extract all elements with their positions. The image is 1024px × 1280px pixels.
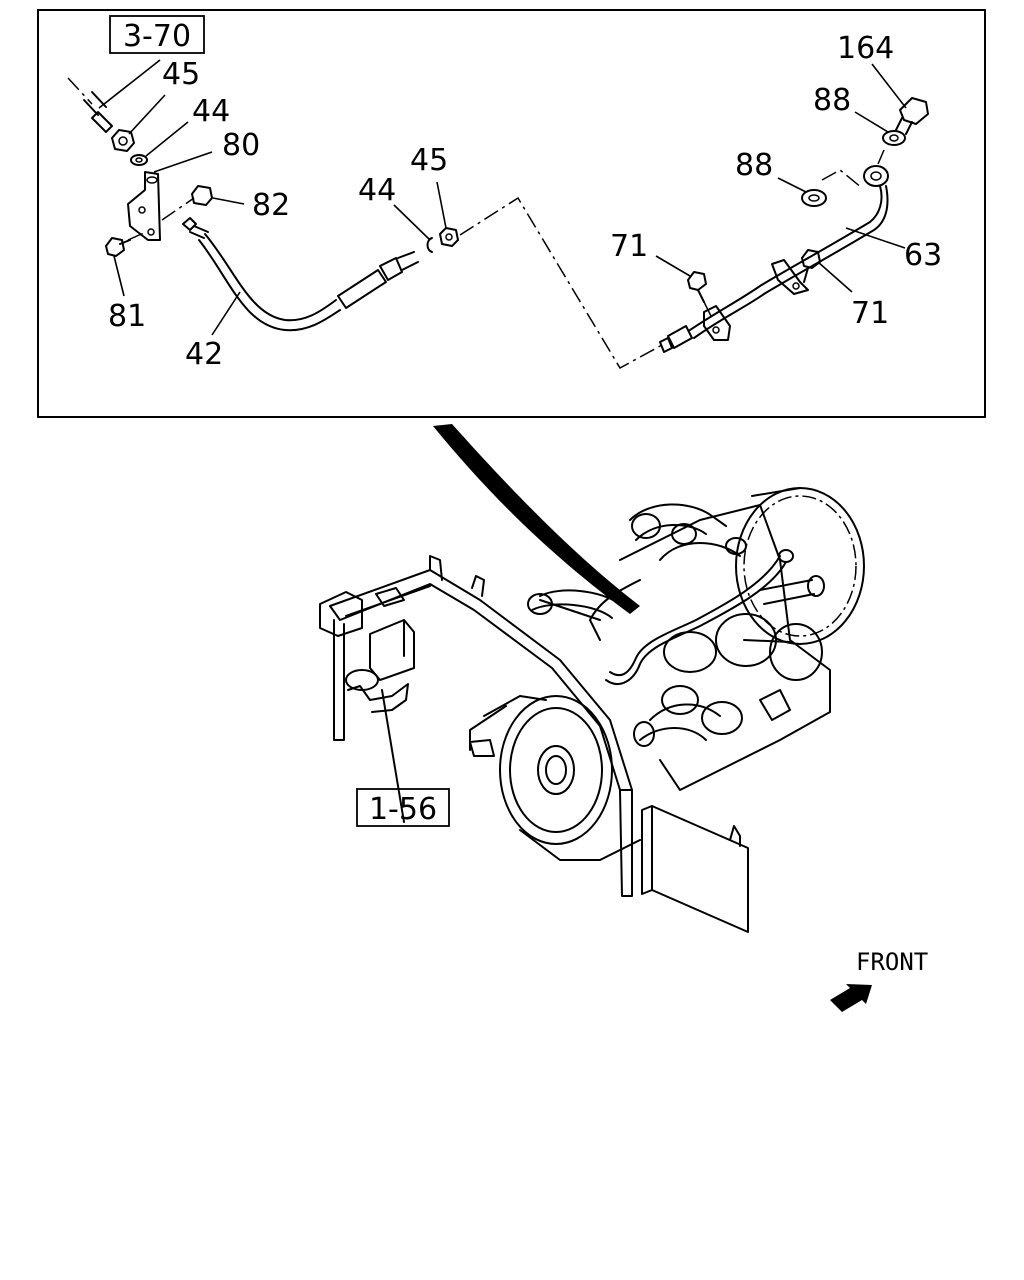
washer-44-mid[interactable]: [393, 204, 433, 253]
washer-88-right[interactable]: [854, 111, 906, 165]
washer-44-left[interactable]: [130, 121, 189, 166]
callout-81: 81: [108, 299, 146, 334]
callout-82: 82: [252, 188, 290, 223]
eye-fitting: [863, 165, 889, 187]
callout-45-mid: 45: [410, 143, 448, 178]
callout-88-right: 88: [813, 83, 851, 118]
callout-44-mid: 44: [358, 173, 396, 208]
pipe-42[interactable]: [182, 217, 419, 336]
upstream-pipe: [67, 59, 161, 133]
bracket-80[interactable]: [127, 151, 213, 241]
reference-box-3-70[interactable]: 3-70: [109, 15, 205, 54]
callout-71-right: 71: [851, 296, 889, 331]
detail-box: [37, 9, 986, 418]
callout-44-left: 44: [192, 94, 230, 129]
front-label: FRONT: [856, 948, 928, 976]
front-arrow-icon: [830, 984, 872, 1012]
engine-reference-label: 1-56: [369, 792, 437, 827]
engine-assembly: [319, 487, 865, 933]
bolt-81[interactable]: [105, 231, 147, 297]
callout-45-left: 45: [162, 57, 200, 92]
washer-88-left[interactable]: [777, 169, 863, 207]
clamp-bracket-71-right[interactable]: [771, 259, 809, 295]
bolt-71-left[interactable]: [655, 255, 713, 319]
eye-bolt-164[interactable]: [871, 63, 929, 135]
callout-164: 164: [837, 31, 894, 66]
callout-71-left: 71: [610, 229, 648, 264]
reference-label: 3-70: [123, 19, 191, 54]
nut-82[interactable]: [161, 185, 245, 221]
bolt-71-right[interactable]: [801, 249, 853, 293]
reference-box-1-56[interactable]: 1-56: [356, 788, 450, 827]
clamp-bracket-71-left[interactable]: [703, 305, 731, 341]
detail-pointer: [433, 424, 640, 614]
callout-42: 42: [185, 337, 223, 372]
nut-45-left[interactable]: [111, 94, 166, 152]
callout-63: 63: [904, 238, 942, 273]
nut-45-mid[interactable]: [436, 181, 459, 247]
callout-80: 80: [222, 128, 260, 163]
callout-88-left: 88: [735, 148, 773, 183]
